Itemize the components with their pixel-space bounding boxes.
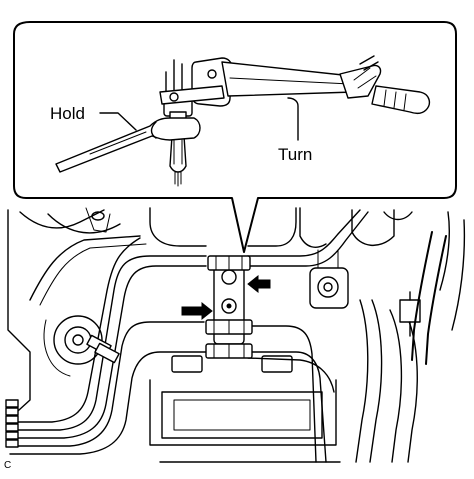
flare-nut-top (207, 255, 251, 271)
flare-nut-lower (205, 343, 253, 359)
figure-code: C (4, 460, 11, 471)
arrow-right-icon (181, 301, 213, 321)
turning-wrench (159, 55, 431, 115)
engine-bay-background (7, 207, 466, 463)
line-clamp-bottom-left (5, 399, 19, 448)
arrow-left-icon (247, 274, 271, 294)
line-clamp-left (86, 334, 120, 364)
hold-leader-line (99, 112, 137, 131)
turn-leader-line (287, 97, 299, 141)
hold-label: Hold (50, 104, 85, 123)
brake-line-union-block (205, 255, 253, 359)
turn-label: Turn (278, 145, 312, 164)
holding-wrench (55, 117, 201, 173)
inset-illustration (55, 55, 431, 187)
flare-nut-middle (205, 319, 253, 335)
brake-line-bundle (5, 207, 369, 463)
